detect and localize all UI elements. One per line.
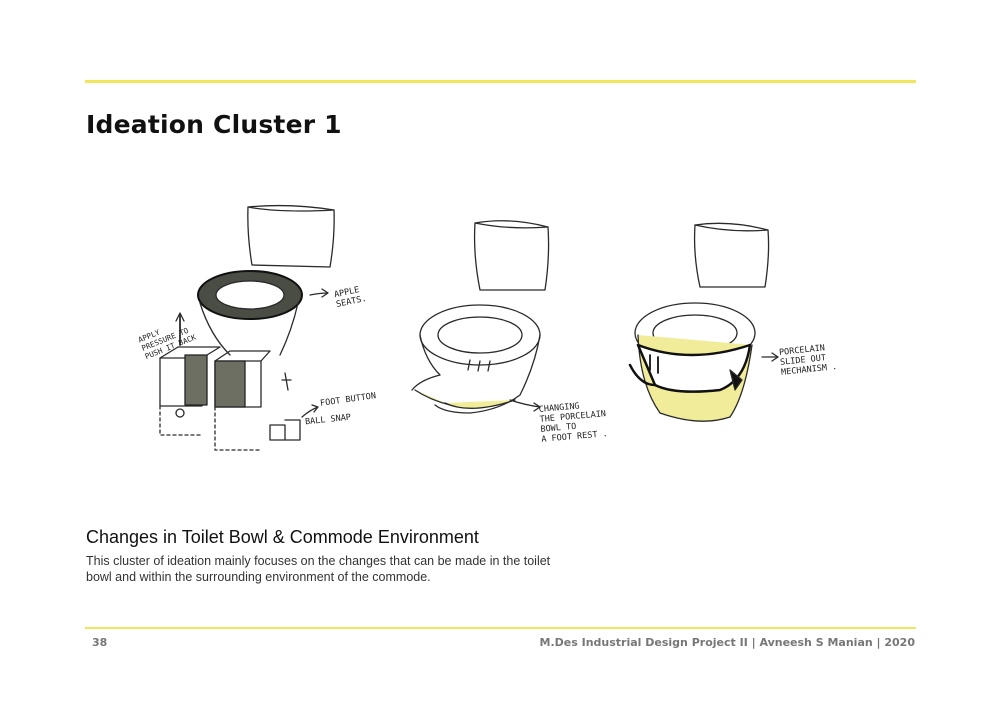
sketch-drawings bbox=[159, 204, 779, 451]
toilet-sketch-1 bbox=[159, 204, 335, 451]
sketch-area: APPLE SEATS. APPLY PRESSURE TO PUSH IT B… bbox=[130, 195, 870, 470]
section-heading: Changes in Toilet Bowl & Commode Environ… bbox=[86, 527, 479, 547]
section-description: This cluster of ideation mainly focuses … bbox=[86, 554, 551, 584]
top-rule bbox=[85, 80, 916, 83]
annotation-slide-out: PORCELAIN SLIDE OUT MECHANISM . bbox=[778, 343, 838, 378]
toilet-sketch-3 bbox=[628, 222, 779, 422]
page-number: 38 bbox=[92, 636, 108, 649]
page-title: Ideation Cluster 1 bbox=[86, 110, 342, 139]
bottom-rule bbox=[85, 627, 916, 629]
toilet-sketch-2 bbox=[411, 220, 550, 414]
annotation-porcelain-footrest: CHANGING THE PORCELAIN BOWL TO A FOOT RE… bbox=[538, 401, 609, 445]
footer-credit: M.Des Industrial Design Project II | Avn… bbox=[539, 636, 915, 649]
